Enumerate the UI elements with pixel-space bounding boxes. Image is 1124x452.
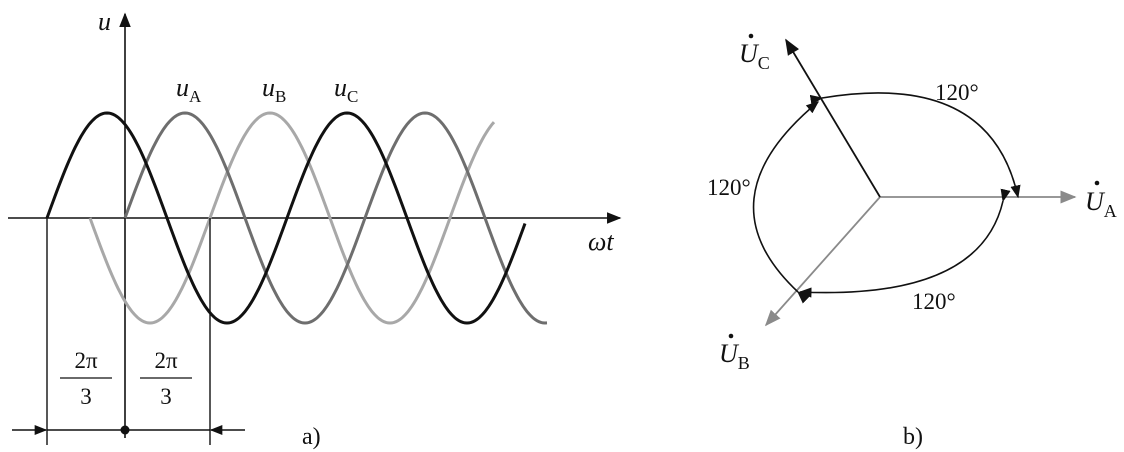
svg-text:UA: UA	[1085, 187, 1117, 221]
fraction-left: 2π 3	[60, 348, 112, 409]
phasor-label-b-var: U	[719, 339, 740, 368]
svg-text:UB: UB	[719, 339, 750, 373]
wave-label-b-var: u	[262, 73, 275, 102]
wave-u-b	[123, 111, 548, 325]
panel-a-label: a)	[302, 424, 321, 450]
phasor-label-a: UA	[1085, 180, 1117, 221]
y-axis-label: u	[98, 7, 111, 36]
wave-label-c-var: u	[334, 73, 347, 102]
wave-label-a-sub: A	[189, 87, 202, 106]
fraction-left-den: 3	[80, 384, 92, 409]
x-axis-label: ωt	[588, 227, 614, 256]
wave-label-a: uA	[176, 73, 202, 106]
phasor-label-b-sub: B	[738, 353, 750, 373]
angle-label-bottom: 120°	[912, 289, 956, 314]
fraction-right-den: 3	[160, 384, 172, 409]
phasor-b	[764, 196, 881, 327]
panel-b: 120° 120° 120° UA UB UC b)	[707, 33, 1117, 450]
fraction-left-num: 2π	[74, 348, 98, 373]
phasor-label-a-sub: A	[1104, 201, 1117, 221]
wave-label-c-sub: C	[347, 87, 358, 106]
phasor-label-c: UC	[739, 33, 770, 73]
angle-label-top: 120°	[935, 80, 979, 105]
panel-a: u ωt uA uB uC 2π 3 2π	[8, 7, 622, 450]
wave-label-b-sub: B	[275, 87, 286, 106]
dot-accent-a	[1094, 180, 1100, 186]
wave-u-a	[45, 111, 527, 325]
dot-accent-c	[748, 33, 754, 39]
origin-dot	[120, 425, 130, 435]
angle-arc-c-to-a	[809, 92, 1021, 199]
phasor-label-a-var: U	[1085, 187, 1106, 216]
angle-label-left: 120°	[707, 175, 751, 200]
phasor-label-c-sub: C	[758, 53, 770, 73]
phasor-label-b: UB	[719, 333, 750, 373]
wave-u-c	[88, 111, 496, 325]
dot-accent-b	[728, 333, 734, 339]
wave-label-c: uC	[334, 73, 358, 106]
angle-arc-a-to-b	[798, 188, 1011, 298]
angle-arc-b-to-c	[752, 101, 819, 304]
fraction-right: 2π 3	[140, 348, 192, 409]
wave-label-b: uB	[262, 73, 286, 106]
panel-b-label: b)	[903, 424, 923, 450]
wave-label-a-var: u	[176, 73, 189, 102]
phasor-label-c-var: U	[739, 39, 760, 68]
fraction-right-num: 2π	[154, 348, 178, 373]
svg-text:UC: UC	[739, 39, 770, 73]
